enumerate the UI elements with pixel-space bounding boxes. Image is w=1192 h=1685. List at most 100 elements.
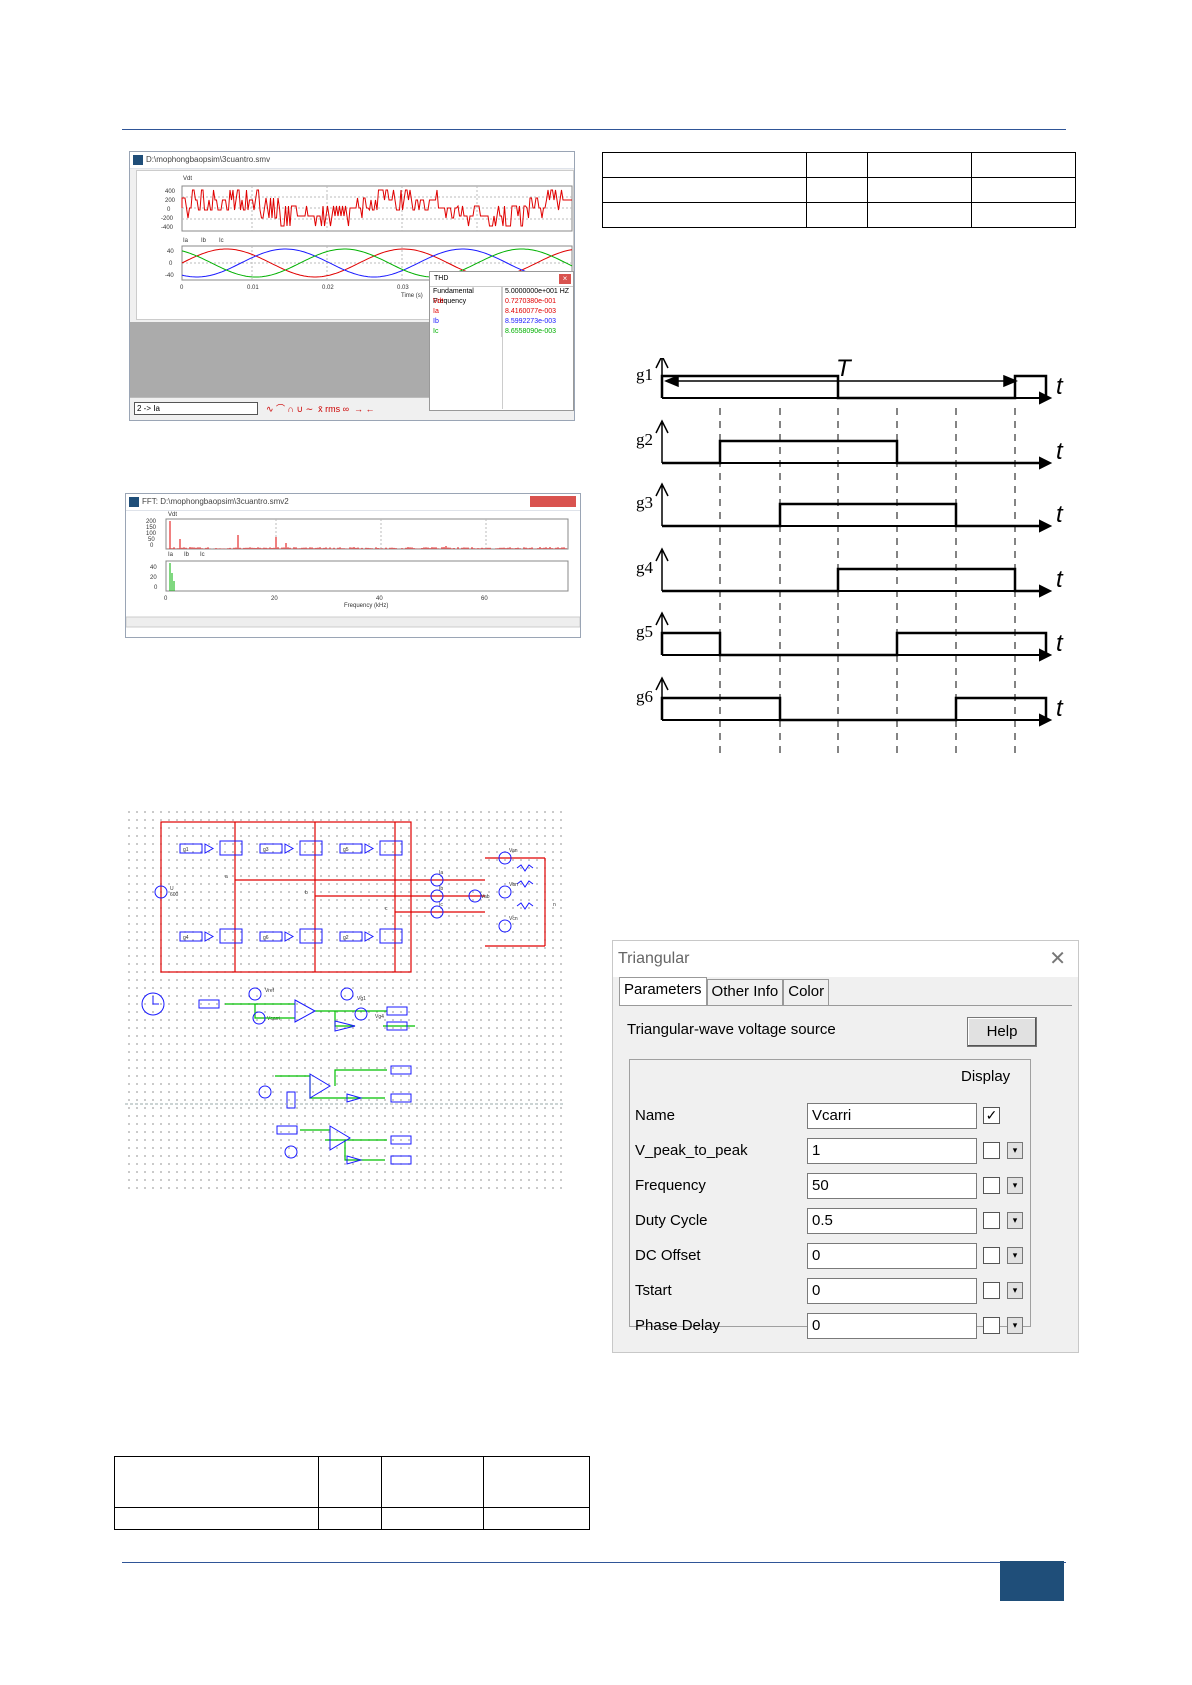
param-row: Frequency 50 ▾: [635, 1173, 1033, 1201]
display-checkbox[interactable]: [983, 1212, 1000, 1229]
trace1-label: Vdt: [183, 176, 192, 182]
dropdown-icon[interactable]: ▾: [1007, 1317, 1023, 1334]
help-button[interactable]: Help: [967, 1017, 1037, 1047]
y1-tick: 0: [167, 207, 171, 213]
window-controls[interactable]: [530, 496, 576, 507]
fft-trace1-label: Vdt: [168, 512, 177, 518]
gate-timing-diagram: T g1tg2tg3tg4tg5tg6t: [626, 358, 1078, 758]
display-checkbox[interactable]: [983, 1177, 1000, 1194]
voltmeter-label: Vcn: [509, 916, 518, 922]
dropdown-icon[interactable]: ▾: [1007, 1177, 1023, 1194]
trace-selector[interactable]: 2 -> Ia: [134, 402, 258, 415]
param-value-input[interactable]: 0.5: [807, 1208, 977, 1234]
thd-row-name: Ib: [430, 317, 502, 327]
toolbar-icons[interactable]: ∿ ⌒ ∩ ∪ ∼ x̄ rms ∞ → ←: [266, 402, 375, 415]
signal-label: g1: [636, 365, 653, 384]
x-tick: 0: [180, 285, 184, 291]
fft-scrollbar[interactable]: [126, 617, 580, 627]
y2-tick: 0: [169, 261, 173, 267]
tab-color[interactable]: Color: [783, 979, 829, 1005]
timing-signal-5: g5t: [636, 613, 1064, 660]
node-label: c: [385, 906, 388, 912]
y1-tick: -400: [161, 225, 174, 231]
source-value: 600: [170, 892, 179, 898]
dropdown-icon[interactable]: ▾: [1007, 1247, 1023, 1264]
x-tick: 0.03: [397, 285, 409, 291]
param-value-input[interactable]: 0: [807, 1313, 977, 1339]
x-tick: 0.01: [247, 285, 259, 291]
trace2-label: Ia: [183, 238, 189, 244]
param-row: Tstart0▾: [635, 1278, 1033, 1306]
ammeter-label: Ic: [439, 902, 443, 908]
param-value-input[interactable]: 0: [807, 1243, 977, 1269]
signal-axis: [656, 484, 668, 526]
time-axis-label: t: [1056, 501, 1064, 528]
y2-tick: 40: [167, 249, 174, 255]
param-row: V_peak_to_peak 1 ▾: [635, 1138, 1033, 1166]
param-label: Phase Delay: [635, 1317, 720, 1334]
param-label: Duty Cycle: [635, 1212, 708, 1229]
ammeter-label: Ia: [439, 870, 443, 876]
fft-plots: Vdt 200 150 100 50 0 Ia Ib Ic 40 20 0 0 …: [126, 511, 580, 636]
fft-x-tick: 0: [164, 596, 168, 602]
tab-other-info[interactable]: Other Info: [707, 979, 784, 1005]
display-checkbox[interactable]: [983, 1142, 1000, 1159]
signal-label: g6: [636, 687, 653, 706]
thd-row-value: 0.7270380e-001: [502, 297, 556, 307]
ground-label: n: [553, 902, 556, 908]
dropdown-icon[interactable]: ▾: [1007, 1212, 1023, 1229]
gate-label: g5: [343, 847, 349, 853]
ammeter-label: Ib: [439, 886, 443, 892]
fft-trace2-label: Ia: [168, 552, 174, 558]
param-value-input[interactable]: 50: [807, 1173, 977, 1199]
trace2-label: Ib: [201, 238, 207, 244]
app-icon: [133, 155, 143, 165]
schematic-drawing: U 600 g1 g3 g5 g4 g6 g2 a b c Ia Ib Ic V…: [125, 808, 565, 1190]
gate-label: g1: [183, 847, 189, 853]
node-label: b: [305, 890, 308, 896]
fft-x-tick: 20: [271, 596, 278, 602]
element-description: Triangular-wave voltage source: [627, 1021, 836, 1038]
gate-label: g2: [343, 935, 349, 941]
signal-axis: [656, 549, 668, 591]
fft-x-tick: 40: [376, 596, 383, 602]
dropdown-icon[interactable]: ▾: [1007, 1282, 1023, 1299]
param-row: Duty Cycle 0.5 ▾: [635, 1208, 1033, 1236]
fft-trace2-label: Ib: [184, 552, 190, 558]
close-icon[interactable]: ✕: [1049, 941, 1066, 977]
param-value-input[interactable]: 1: [807, 1138, 977, 1164]
param-value-input[interactable]: 0: [807, 1278, 977, 1304]
display-checkbox[interactable]: [983, 1317, 1000, 1334]
display-checkbox[interactable]: [983, 1282, 1000, 1299]
time-axis-label: t: [1056, 566, 1064, 593]
fft-title: FFT: D:\mophongbaopsim\3cuantro.smv2: [142, 497, 289, 506]
param-label: V_peak_to_peak: [635, 1142, 748, 1159]
display-checkbox[interactable]: [983, 1247, 1000, 1264]
thd-row-name: Fundamental Frequency: [430, 287, 502, 297]
fft-window: FFT: D:\mophongbaopsim\3cuantro.smv2 Vdt…: [125, 493, 581, 638]
timing-signal-6: g6t: [636, 678, 1064, 725]
close-icon[interactable]: ×: [559, 274, 571, 284]
signal-waveform: [662, 441, 1046, 463]
dropdown-icon[interactable]: ▾: [1007, 1142, 1023, 1159]
timing-guides: [720, 408, 1015, 753]
time-axis-label: t: [1056, 630, 1064, 657]
thd-title: THD: [434, 275, 448, 282]
gate-label: g3: [263, 847, 269, 853]
x-tick: 0.02: [322, 285, 334, 291]
schematic-labels: U 600 g1 g3 g5 g4 g6 g2 a b c Ia Ib Ic V…: [170, 847, 556, 1022]
time-axis-label: t: [1056, 373, 1064, 400]
param-label: Name: [635, 1107, 675, 1124]
y1-tick: 400: [165, 189, 176, 195]
param-value-input[interactable]: Vcarri: [807, 1103, 977, 1129]
triangular-dialog: Triangular✕ Parameters Other Info Color …: [612, 940, 1079, 1353]
thd-window: THD× Fundamental Frequency5.0000000e+001…: [429, 271, 574, 411]
thd-row-value: 8.4160077e-003: [502, 307, 556, 317]
signal-waveform: [662, 633, 1046, 655]
display-checkbox[interactable]: ✓: [983, 1107, 1000, 1124]
igbt-switches: [155, 841, 533, 943]
tab-parameters[interactable]: Parameters: [619, 977, 707, 1006]
header-rule: [122, 129, 1066, 130]
param-label: Frequency: [635, 1177, 706, 1194]
control-label: Vg4: [375, 1014, 384, 1020]
